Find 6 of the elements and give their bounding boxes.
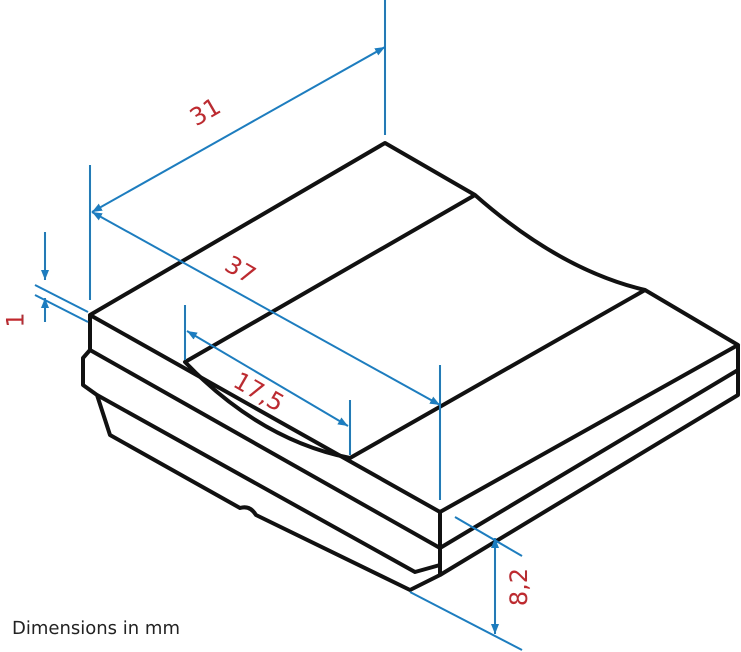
dimension-label: 37 [221,252,260,288]
dimension-label: 31 [186,94,224,130]
dimension-label: 8,2 [507,568,532,606]
dimension-label: 1 [4,312,28,328]
dimension-label: 17,5 [230,368,288,416]
caption-text: Dimensions in mm [12,620,180,638]
